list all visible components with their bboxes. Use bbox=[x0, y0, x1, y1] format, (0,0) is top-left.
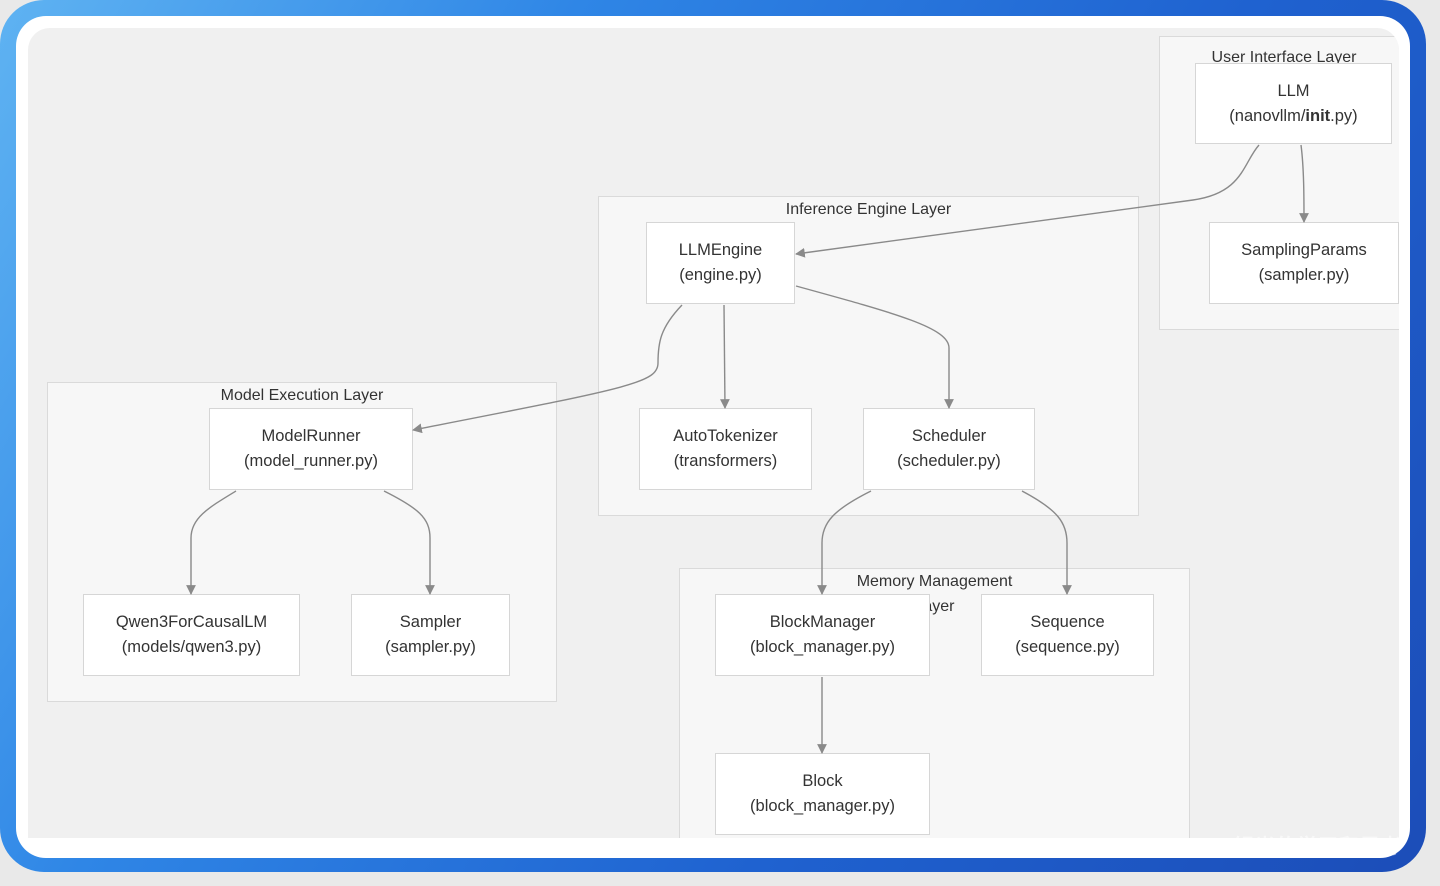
node-block-manager[interactable]: BlockManager (block_manager.py) bbox=[715, 594, 930, 676]
node-llm-engine-file: (engine.py) bbox=[679, 266, 762, 284]
node-block-title: Block bbox=[802, 772, 843, 790]
edge-scheduler-to-sequence bbox=[1021, 490, 1072, 595]
edge-llm-engine-to-model-runner bbox=[412, 304, 683, 434]
node-sequence-title: Sequence bbox=[1030, 613, 1105, 631]
node-sampler-title: Sampler bbox=[399, 613, 462, 631]
node-llm[interactable]: LLM (nanovllm/init.py) bbox=[1195, 63, 1392, 144]
node-model-runner-title: ModelRunner bbox=[261, 427, 361, 445]
node-sampling-params-title: SamplingParams bbox=[1241, 241, 1367, 259]
edge-llm-to-sampling-params bbox=[1299, 144, 1309, 223]
node-llm-file: (nanovllm/init.py) bbox=[1229, 106, 1358, 125]
edge-llm-engine-to-scheduler bbox=[795, 285, 954, 409]
node-sequence-file: (sequence.py) bbox=[1015, 638, 1120, 656]
group-label-memory-management: Memory Management bbox=[856, 573, 1013, 590]
node-sampler[interactable]: Sampler (sampler.py) bbox=[351, 594, 510, 676]
node-auto-tokenizer-file: (transformers) bbox=[673, 452, 778, 470]
edge-model-runner-to-qwen3 bbox=[186, 490, 237, 595]
node-qwen3-file: (models/qwen3.py) bbox=[121, 638, 262, 656]
node-block-file: (block_manager.py) bbox=[750, 797, 895, 815]
node-model-runner[interactable]: ModelRunner (model_runner.py) bbox=[209, 408, 413, 490]
node-auto-tokenizer[interactable]: AutoTokenizer (transformers) bbox=[639, 408, 812, 490]
node-llm-title: LLM bbox=[1277, 81, 1310, 100]
edge-llm-to-llm-engine bbox=[795, 144, 1260, 258]
node-qwen3-title: Qwen3ForCausalLM bbox=[115, 613, 268, 631]
node-scheduler-file: (scheduler.py) bbox=[897, 452, 1001, 470]
group-label-user-interface: User Interface Layer bbox=[1211, 49, 1357, 66]
node-block-manager-file: (block_manager.py) bbox=[750, 638, 895, 656]
diagram-edges bbox=[186, 144, 1309, 754]
node-scheduler-title: Scheduler bbox=[911, 427, 987, 445]
edge-model-runner-to-sampler bbox=[383, 490, 435, 595]
node-sequence[interactable]: Sequence (sequence.py) bbox=[981, 594, 1154, 676]
node-sampling-params[interactable]: SamplingParams (sampler.py) bbox=[1209, 222, 1399, 304]
watermark-text: 银光的学习和思考 bbox=[1234, 836, 1402, 858]
node-block[interactable]: Block (block_manager.py) bbox=[715, 753, 930, 835]
node-block-manager-title: BlockManager bbox=[769, 613, 876, 631]
node-sampler-file: (sampler.py) bbox=[385, 638, 476, 656]
node-sampling-params-file: (sampler.py) bbox=[1258, 266, 1350, 284]
node-auto-tokenizer-title: AutoTokenizer bbox=[673, 427, 778, 445]
node-llm-engine-title: LLMEngine bbox=[678, 241, 763, 259]
edge-scheduler-to-block-manager bbox=[817, 490, 872, 595]
edge-llm-engine-to-auto-tokenizer bbox=[720, 304, 730, 409]
node-model-runner-file: (model_runner.py) bbox=[244, 452, 378, 470]
group-label-inference-engine: Inference Engine Layer bbox=[785, 201, 952, 218]
group-label-model-execution: Model Execution Layer bbox=[220, 387, 384, 404]
node-llm-engine[interactable]: LLMEngine (engine.py) bbox=[646, 222, 795, 304]
diagram-canvas: User Interface Layer Inference Engine La… bbox=[28, 28, 1399, 838]
